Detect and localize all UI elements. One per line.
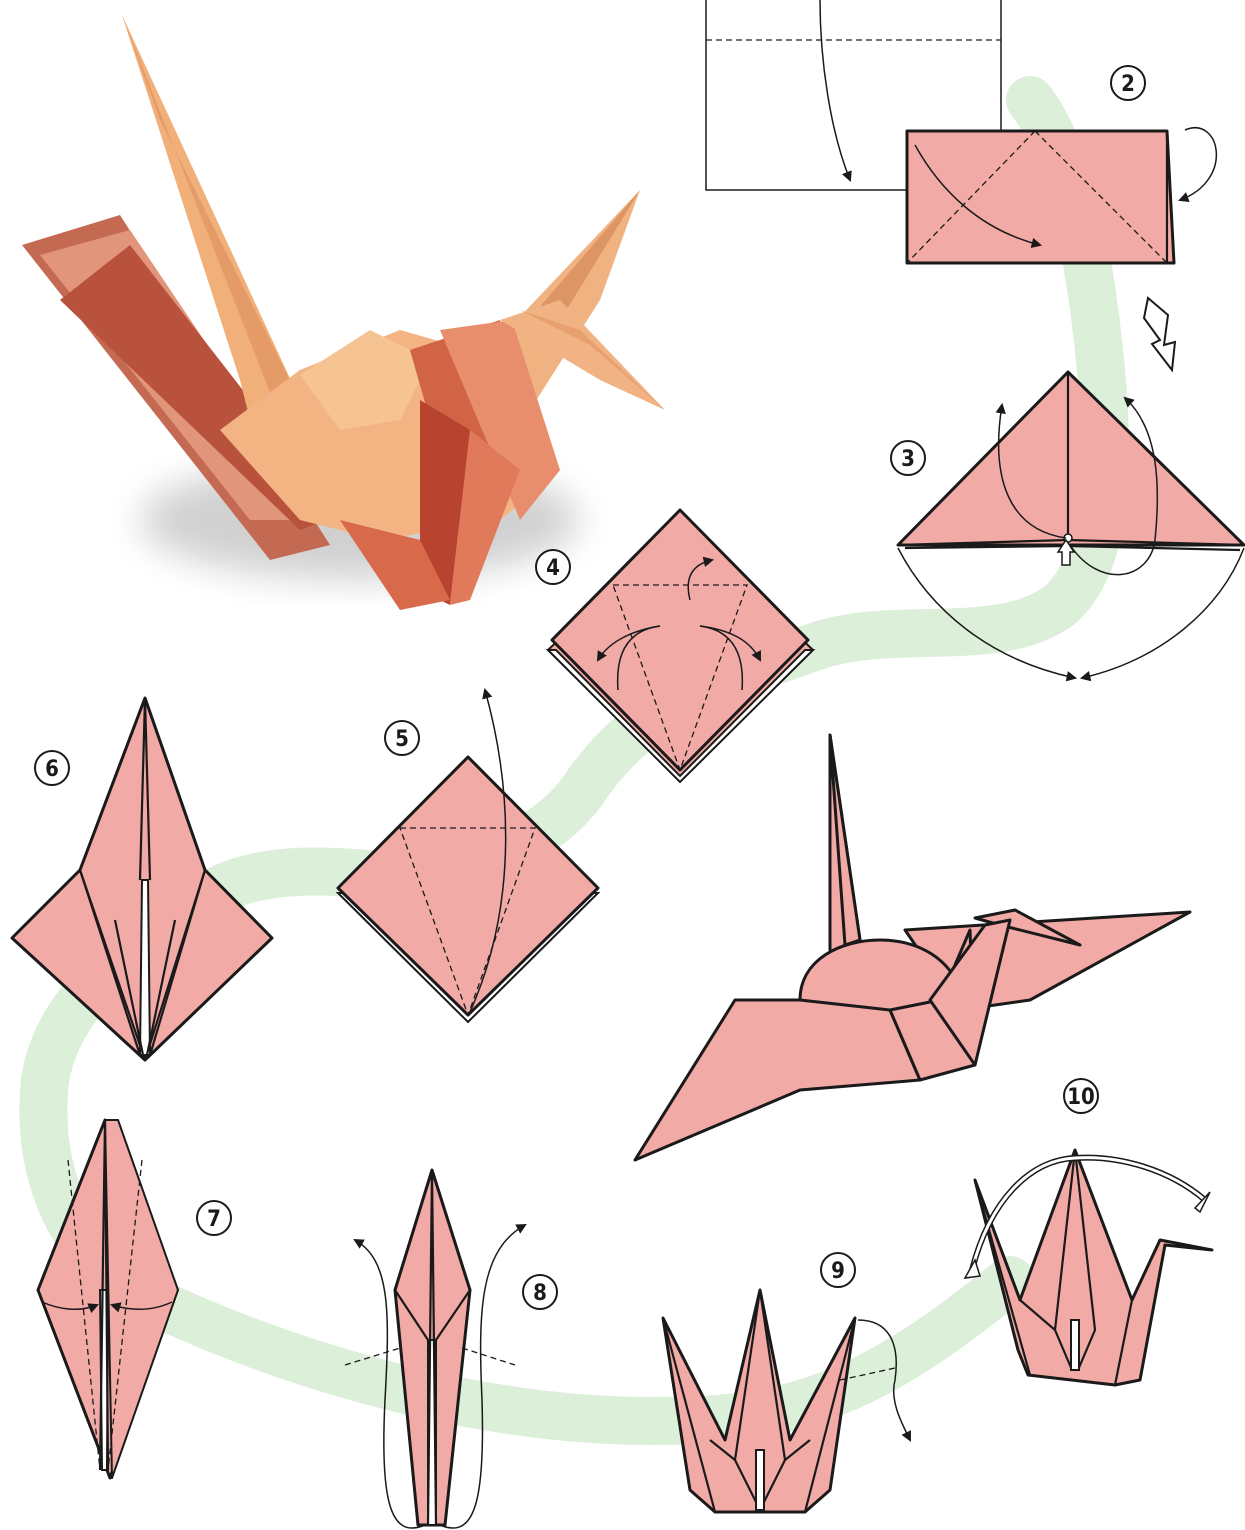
step-number-2: 2: [1121, 72, 1135, 97]
finished-crane-drawing: [635, 735, 1190, 1160]
step-badge-9: 9: [821, 1253, 855, 1287]
step-number-9: 9: [831, 1259, 845, 1284]
step-5-square-base: [338, 690, 598, 1022]
step-10-near-finished: [965, 1150, 1212, 1385]
step-4-square-base: [548, 510, 813, 782]
step-number-5: 5: [395, 727, 409, 752]
step-number-6: 6: [45, 757, 59, 782]
step-2-rectangle: [907, 128, 1216, 370]
step-number-3: 3: [901, 447, 915, 472]
step-badge-10: 10: [1064, 1079, 1098, 1113]
step-number-7: 7: [207, 1207, 221, 1232]
photo-crane: [22, 15, 665, 610]
step-badge-6: 6: [35, 751, 69, 785]
step-badge-3: 3: [891, 441, 925, 475]
step-badge-7: 7: [197, 1201, 231, 1235]
step-badge-4: 4: [536, 550, 570, 584]
step-number-8: 8: [533, 1281, 547, 1306]
step-number-4: 4: [546, 556, 560, 581]
step-number-10: 10: [1067, 1085, 1095, 1110]
step-8-narrow-kite: [345, 1170, 525, 1528]
step-badge-2: 2: [1111, 66, 1145, 100]
step-badge-8: 8: [523, 1275, 557, 1309]
step-badge-5: 5: [385, 721, 419, 755]
